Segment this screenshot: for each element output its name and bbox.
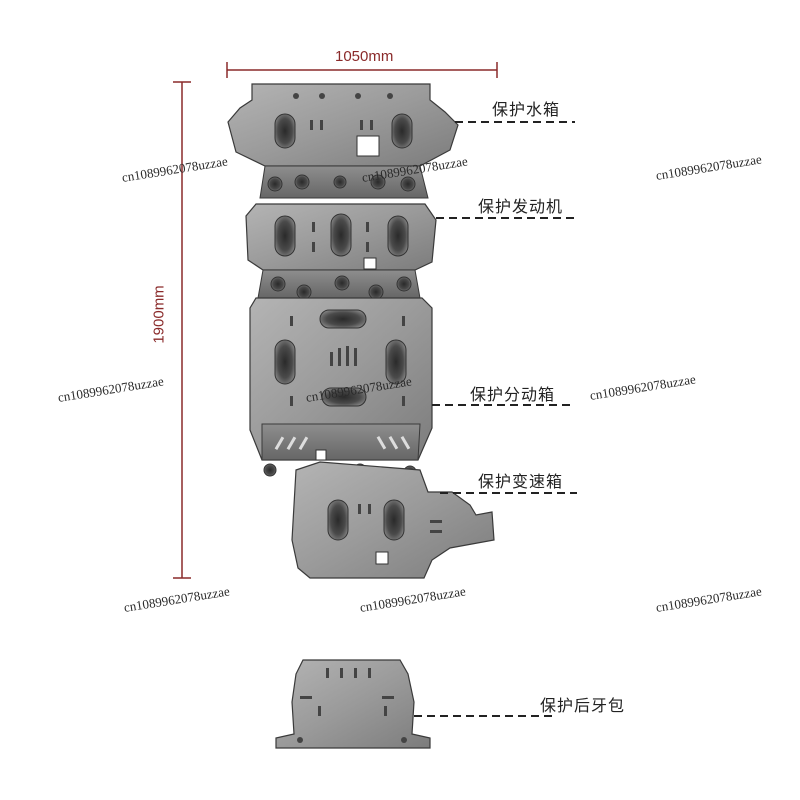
transfer-case-skid-plate: [249, 297, 433, 479]
leader-lines: [414, 121, 578, 717]
transmission-skid-plate: [291, 461, 495, 579]
transfer-case-label: 保护分动箱: [470, 385, 556, 404]
height-dimension: [173, 81, 191, 579]
width-dimension-label: 1050mm: [335, 48, 394, 65]
rear-differential-skid-plate: [275, 659, 431, 749]
radiator-label: 保护水箱: [492, 100, 561, 119]
radiator-skid-plate: [227, 83, 459, 199]
height-dimension-label: 1900mm: [150, 285, 168, 344]
engine-skid-plate: [245, 203, 437, 300]
transmission-label: 保护变速箱: [478, 472, 564, 491]
rear-differential-label: 保护后牙包: [540, 696, 626, 715]
engine-label: 保护发动机: [478, 197, 564, 216]
width-dimension: [226, 62, 498, 78]
